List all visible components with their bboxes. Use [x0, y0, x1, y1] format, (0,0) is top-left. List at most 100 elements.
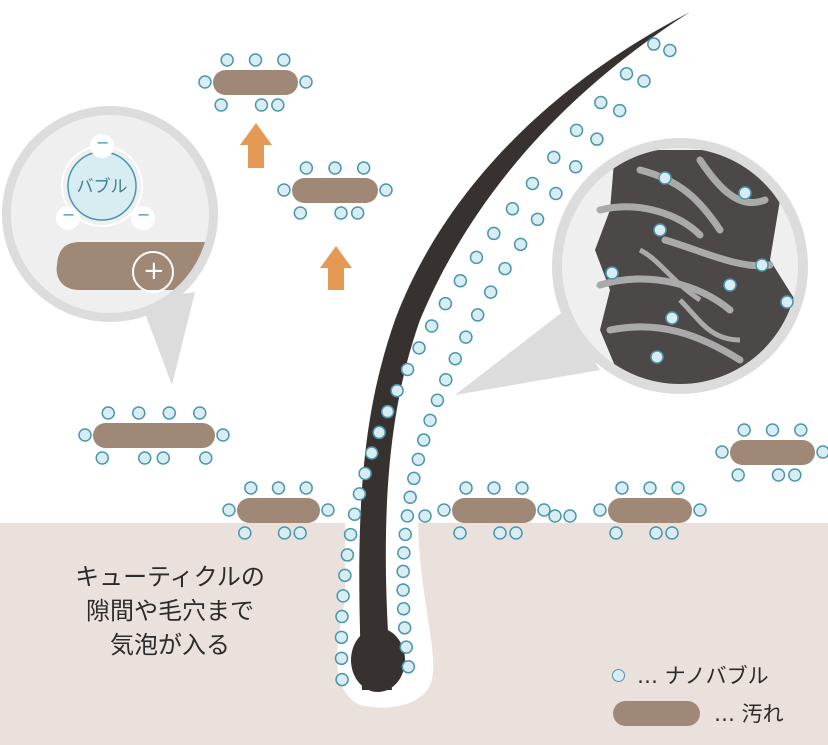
nanobubble — [350, 206, 365, 220]
nanobubble — [199, 451, 213, 465]
callout-tail — [140, 292, 195, 385]
dirt-particle — [608, 498, 692, 523]
dirt-particle — [93, 423, 215, 448]
nanobubble — [594, 95, 608, 110]
legend-nanobubble: … ナノバブル — [612, 660, 769, 690]
nanobubble — [671, 481, 685, 495]
nanobubble — [568, 160, 583, 174]
negative-charge-icon: − — [62, 205, 76, 224]
nanobubble — [101, 406, 115, 420]
nanobubble — [530, 212, 545, 227]
left-magnifier — [2, 106, 218, 385]
nanobubble — [663, 43, 677, 58]
nanobubble — [569, 123, 584, 138]
nanobubble — [637, 74, 651, 88]
nanobubble — [525, 176, 540, 191]
legend-label: … ナノバブル — [637, 664, 769, 688]
dirt-swatch — [613, 700, 700, 726]
nanobubble — [547, 150, 561, 165]
nanobubble — [780, 295, 794, 309]
nanobubble — [453, 526, 467, 540]
nanobubble — [513, 237, 528, 252]
nanobubble — [515, 481, 529, 495]
nanobubble — [401, 660, 416, 674]
nanobubble — [343, 527, 358, 542]
nanobubble — [356, 161, 371, 175]
caption-line-1: キューティクルの — [75, 563, 265, 591]
nanobubble — [794, 423, 808, 437]
nanobubble — [650, 350, 664, 364]
nanobubble — [649, 526, 663, 540]
nanobubble — [396, 564, 410, 579]
nanobubble — [220, 53, 234, 67]
nanobubble — [605, 266, 619, 280]
nanobubble — [397, 546, 411, 560]
nanobubble — [400, 509, 415, 523]
nanobubble — [643, 481, 657, 495]
bubble-label: バブル — [76, 177, 128, 197]
nanobubble — [563, 509, 577, 523]
nanobubble — [216, 428, 230, 442]
nanobubble — [548, 509, 562, 523]
positive-sign: + — [143, 256, 165, 286]
nanobubble — [653, 223, 667, 237]
dirt-particle — [452, 498, 536, 523]
nanobubble — [271, 481, 286, 495]
nanobubble — [400, 362, 415, 377]
nanobubble — [254, 98, 269, 112]
nanobubble — [396, 602, 411, 616]
dirt-particle — [730, 440, 815, 465]
nanobubble — [437, 503, 451, 517]
caption-line-2: 隙間や毛穴まで — [86, 597, 254, 625]
nanobubble — [293, 526, 307, 540]
nanobubble — [487, 226, 501, 241]
nanobubble — [483, 285, 498, 299]
nanobubble — [336, 589, 350, 603]
nanobubble — [416, 433, 431, 447]
nanobubble — [396, 583, 410, 597]
legend-label: … 汚れ — [714, 702, 784, 726]
arrow-up-icon — [320, 246, 352, 290]
dirt-particle-magnified — [56, 242, 209, 290]
nanobubble — [423, 413, 437, 428]
nanobubble — [335, 609, 349, 624]
nanobubble — [439, 373, 453, 387]
nanobubble — [593, 503, 607, 517]
nanobubble — [537, 503, 551, 517]
nanobubble — [238, 526, 252, 540]
nanobubble — [469, 250, 484, 265]
nanobubble — [156, 451, 170, 465]
nanobubble — [248, 53, 263, 67]
nanobubble — [293, 206, 308, 220]
nanobubble — [658, 171, 672, 185]
nanobubble — [328, 161, 342, 175]
nanobubble — [493, 526, 507, 540]
nanobubble — [665, 526, 679, 540]
nanobubble — [198, 75, 212, 89]
nanobubble — [738, 186, 752, 200]
nanobubble — [430, 393, 445, 408]
nanobubble — [162, 406, 176, 420]
nanobubble — [244, 481, 258, 495]
nanobubble — [271, 98, 285, 112]
nanobubble — [338, 568, 352, 583]
nanobubble — [418, 509, 432, 523]
nanobubble — [755, 258, 769, 272]
nanobubble — [619, 67, 634, 81]
nanobubble — [399, 640, 414, 654]
nanobubble — [398, 527, 413, 542]
nanobubble — [487, 481, 501, 495]
nanobubble — [615, 481, 629, 495]
nanobubble — [335, 672, 349, 687]
negative-charge-icon: − — [96, 133, 110, 152]
nanobubble — [403, 490, 417, 504]
nanobubble — [334, 651, 349, 666]
nanobubble — [95, 451, 109, 465]
nanobubble — [222, 503, 236, 517]
nanobubble — [347, 507, 362, 521]
nanobubble — [277, 53, 291, 67]
nanobubble — [509, 526, 523, 540]
nanobubble — [299, 75, 313, 89]
nanobubble — [424, 319, 439, 333]
